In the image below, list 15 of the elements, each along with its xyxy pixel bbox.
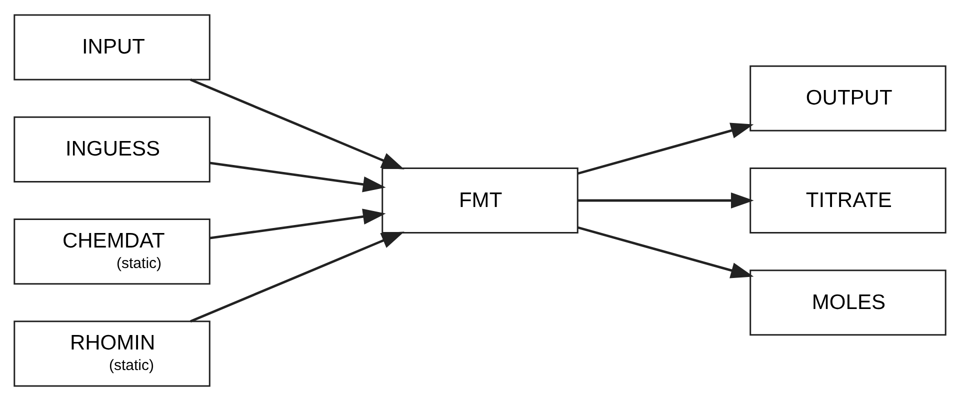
node-box: OUTPUT [750,64,946,131]
node-box: RHOMIN (static) [14,320,210,386]
node-box: INPUT [14,14,210,80]
arrow [210,208,386,239]
arrow [210,161,386,192]
node-box: TITRATE [750,166,946,234]
node-box: FMT [382,166,578,234]
node-box: CHEMDAT (static) [14,218,210,284]
arrow [190,231,404,322]
arrow [578,192,754,208]
node-box: INGUESS [14,116,210,182]
arrow [190,78,404,169]
arrow [578,226,754,278]
node-box: MOLES [750,269,946,336]
arrow [578,122,754,174]
